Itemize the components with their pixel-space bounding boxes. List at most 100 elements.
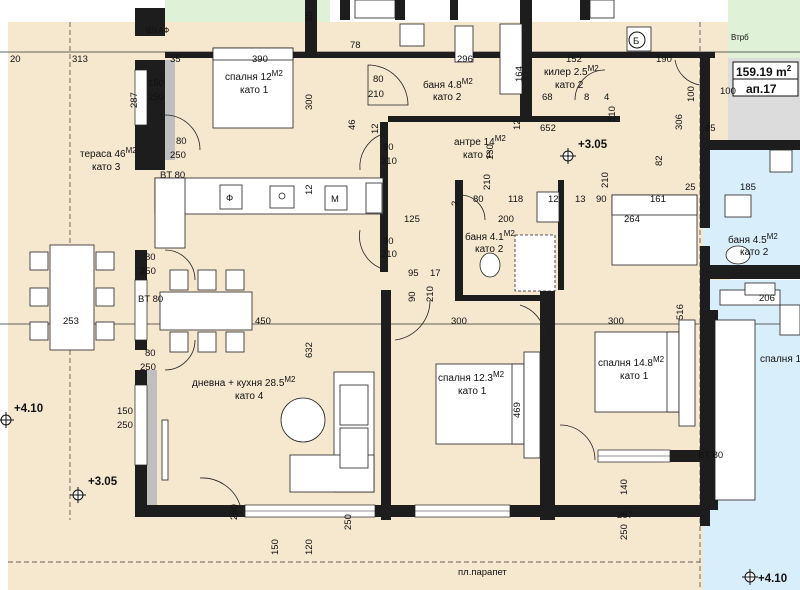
svg-text:287: 287 <box>129 92 140 108</box>
svg-text:313: 313 <box>72 54 88 65</box>
svg-text:82: 82 <box>654 155 665 166</box>
svg-text:140: 140 <box>619 479 630 495</box>
fridge-label: Б <box>633 36 639 47</box>
svg-text:130: 130 <box>485 144 496 160</box>
bedroom2-label: спалня 12.3М2 <box>438 370 505 384</box>
svg-text:125: 125 <box>404 214 420 225</box>
svg-text:450: 450 <box>255 316 271 327</box>
svg-text:206: 206 <box>759 293 775 304</box>
svg-text:250: 250 <box>343 514 354 530</box>
bedroom1-sub: като 1 <box>240 85 269 96</box>
terrace-label: тераса 46М2 <box>80 146 137 160</box>
svg-text:17: 17 <box>430 268 441 279</box>
svg-text:80: 80 <box>473 194 484 205</box>
level-top: +3.05 <box>578 139 608 151</box>
svg-text:152: 152 <box>566 54 582 65</box>
parapet-label: пл.парапет <box>458 567 507 578</box>
svg-text:150: 150 <box>270 539 281 555</box>
bath3-label: баня 4.5М2 <box>728 232 778 246</box>
dimensions-vertical: 287 300 35 46 12 164 210 100 306 130 12 … <box>129 11 697 555</box>
bath2-label: баня 4.1М2 <box>465 229 515 243</box>
bt-label-2: BT 80 <box>138 294 163 305</box>
living-label: дневна + кухня 28.5М2 <box>192 375 296 389</box>
svg-text:68: 68 <box>542 92 553 103</box>
storage-label: килер 2.5М2 <box>544 64 599 78</box>
level-bottom-left: +3.05 <box>88 476 118 488</box>
hall-sub: като 4 <box>463 150 492 161</box>
svg-text:35: 35 <box>170 54 181 65</box>
svg-text:210: 210 <box>381 156 397 167</box>
apartment-id: ап.17 <box>746 82 777 96</box>
svg-text:2: 2 <box>450 201 461 206</box>
level-markers <box>0 148 758 585</box>
svg-text:20: 20 <box>10 54 21 65</box>
bath2-sub: като 2 <box>475 244 504 255</box>
svg-text:267: 267 <box>617 510 633 521</box>
top-green <box>165 0 330 22</box>
svg-text:210: 210 <box>425 286 436 302</box>
svg-text:90: 90 <box>407 291 418 302</box>
green-area <box>728 0 800 58</box>
svg-text:78: 78 <box>350 40 361 51</box>
windows <box>134 69 671 518</box>
svg-text:190: 190 <box>656 54 672 65</box>
hall-label: антре 14М2 <box>454 134 506 148</box>
bt-label-3: BT 80 <box>698 450 723 461</box>
room-labels: спалня 12М2 като 1 баня 4.8М2 като 2 кил… <box>80 64 800 402</box>
svg-text:250: 250 <box>619 524 630 540</box>
storage-tag: ШКАФ <box>146 26 169 35</box>
svg-text:250: 250 <box>140 362 156 373</box>
svg-text:296: 296 <box>457 54 473 65</box>
hob-icon: Ф <box>226 193 233 204</box>
level-bottom-right: +4.10 <box>758 573 787 585</box>
svg-text:632: 632 <box>304 342 315 358</box>
svg-text:12: 12 <box>370 123 381 134</box>
svg-text:35: 35 <box>304 11 315 22</box>
svg-text:12: 12 <box>512 119 523 130</box>
level-left: +4.10 <box>14 403 43 415</box>
living-sub: като 4 <box>235 391 264 402</box>
svg-text:250: 250 <box>117 420 133 431</box>
storage-sub: като 2 <box>555 80 584 91</box>
bedroom3-sub: като 1 <box>620 371 649 382</box>
microwave-icon: М <box>331 194 339 205</box>
bedroom1-label: спалня 12М2 <box>225 69 283 83</box>
svg-text:13: 13 <box>575 194 586 205</box>
svg-text:80: 80 <box>145 348 156 359</box>
svg-text:80: 80 <box>373 74 384 85</box>
svg-text:12: 12 <box>548 194 559 205</box>
doors <box>164 59 701 506</box>
svg-text:161: 161 <box>650 194 666 205</box>
svg-text:250: 250 <box>170 150 186 161</box>
svg-text:80: 80 <box>176 136 187 147</box>
kitchen-counter <box>154 177 384 249</box>
svg-text:210: 210 <box>607 106 618 122</box>
svg-text:250: 250 <box>229 504 240 520</box>
svg-text:164: 164 <box>514 66 525 82</box>
svg-text:516: 516 <box>675 304 686 320</box>
svg-text:46: 46 <box>347 119 358 130</box>
svg-text:210: 210 <box>482 174 493 190</box>
cabinet-label: Втрб <box>731 33 749 42</box>
svg-text:300: 300 <box>608 316 624 327</box>
svg-text:210: 210 <box>381 249 397 260</box>
svg-text:4: 4 <box>604 92 609 103</box>
fridge-icon <box>628 31 646 49</box>
svg-text:8: 8 <box>584 92 589 103</box>
svg-text:300: 300 <box>451 316 467 327</box>
svg-text:95: 95 <box>408 268 419 279</box>
svg-text:25: 25 <box>705 123 716 134</box>
dimensions: 20 313 390 35 78 296 152 190 150 250 80 … <box>10 40 775 521</box>
svg-text:253: 253 <box>63 316 79 327</box>
svg-text:100: 100 <box>686 86 697 102</box>
svg-text:210: 210 <box>368 89 384 100</box>
svg-text:200: 200 <box>498 214 514 225</box>
svg-text:100: 100 <box>720 86 736 97</box>
svg-text:250: 250 <box>140 266 156 277</box>
bedroom4-label: спалня 1 <box>760 354 800 365</box>
bt-label-1: BT 80 <box>160 170 185 181</box>
bath1-label: баня 4.8М2 <box>423 77 473 91</box>
svg-text:210: 210 <box>600 172 611 188</box>
bath3-sub: като 2 <box>740 247 769 258</box>
